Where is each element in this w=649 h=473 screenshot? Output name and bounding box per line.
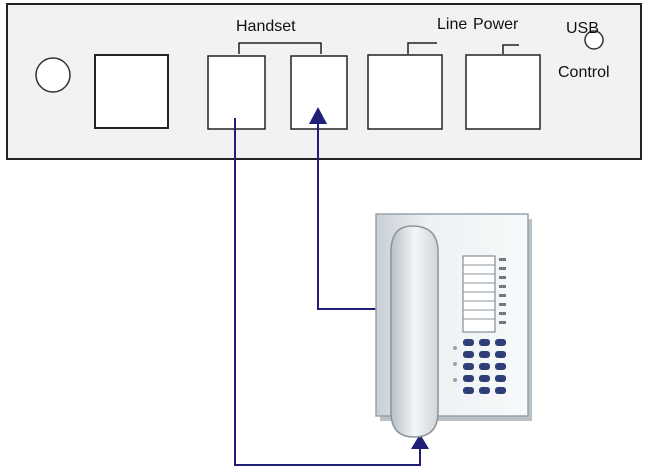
port-1 [94,54,169,129]
phone-handset [390,225,439,438]
cable-to-phone-bottom [234,118,421,466]
line-bracket [407,42,437,54]
label-line: Line [437,16,468,33]
desk-telephone-icon [375,213,532,438]
cable-to-handset-port [317,123,376,310]
arrow-into-port [309,107,327,124]
round-button-icon [35,57,71,93]
label-power: Power [473,16,519,33]
label-control: Control [558,64,610,81]
port-power [465,54,541,130]
phone-display [462,255,496,333]
power-bracket [502,44,519,54]
port-line [367,54,443,130]
handset-bracket [238,42,322,54]
usb-indicator [584,30,604,50]
port-handset-out [207,55,266,130]
label-usb: USB [566,20,599,37]
label-handset: Handset [236,18,296,35]
arrow-into-phone [411,434,429,449]
phone-keypad [463,339,506,394]
